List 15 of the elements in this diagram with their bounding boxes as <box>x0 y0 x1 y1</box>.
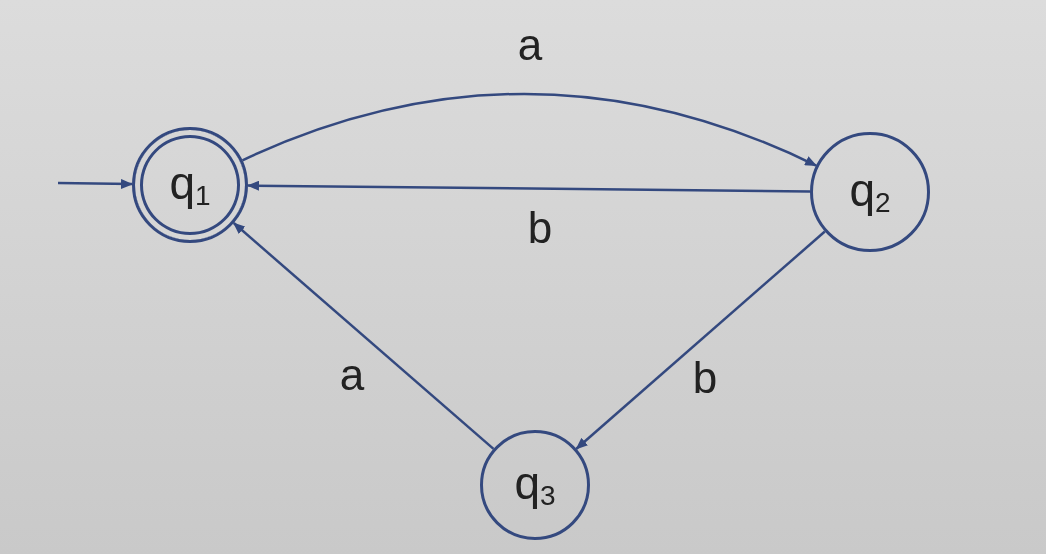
state-label: q$_{2}$ <box>849 167 891 217</box>
edge-label: a <box>517 23 543 67</box>
transition-arrow <box>232 222 495 450</box>
transition-arrow <box>575 230 826 450</box>
state-circle <box>480 430 590 540</box>
start-arrow <box>58 178 133 189</box>
edge-label: a <box>339 353 365 397</box>
edge-label: b <box>692 356 718 400</box>
state-label: q$_{3}$ <box>514 460 556 510</box>
transition-arrow <box>242 92 818 167</box>
state-circle <box>810 132 930 252</box>
accept-state-circle <box>132 127 248 243</box>
transition-arrow <box>247 180 810 193</box>
edge-label: b <box>527 206 553 250</box>
state-label: q$_{1}$ <box>169 160 211 210</box>
